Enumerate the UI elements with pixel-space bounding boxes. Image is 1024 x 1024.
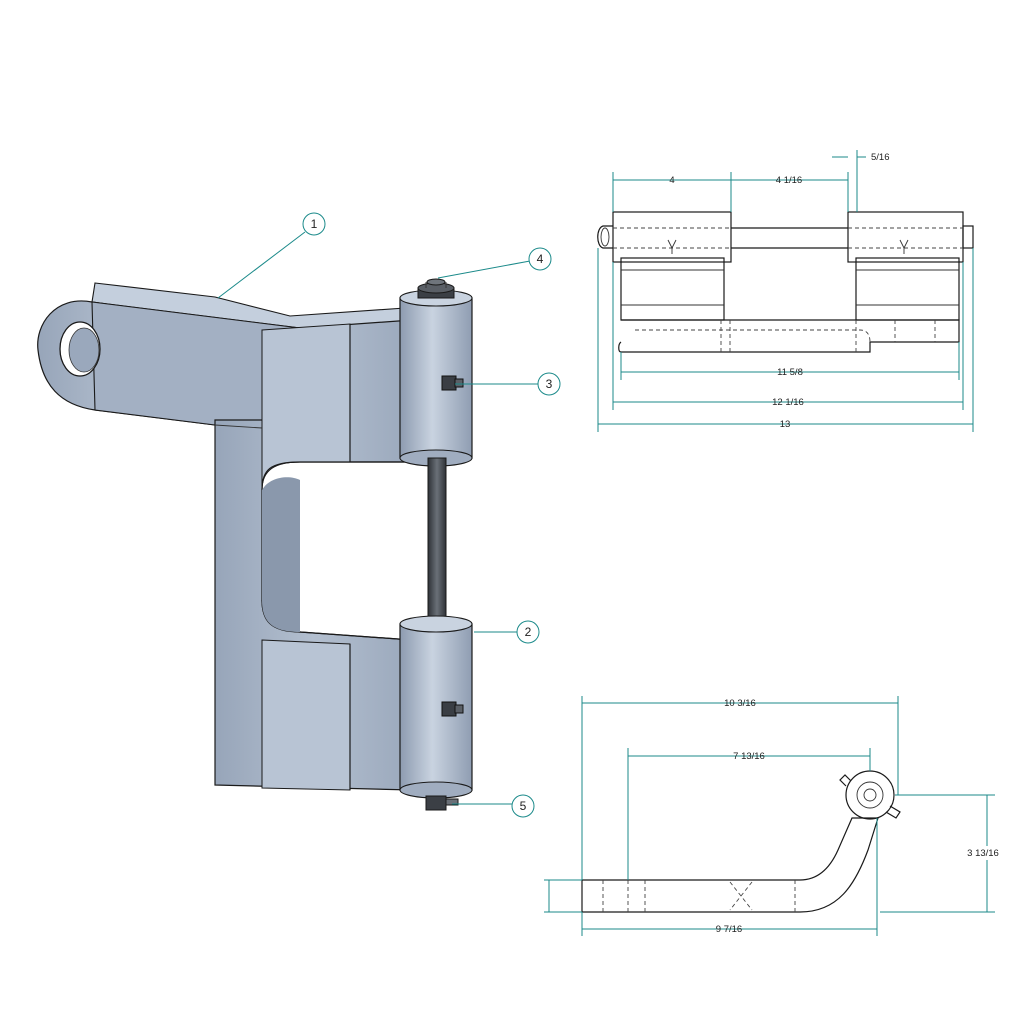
dim-13: 13 bbox=[780, 419, 791, 430]
balloon-4-label: 4 bbox=[537, 252, 544, 266]
dim-9-7-16: 9 7/16 bbox=[716, 924, 742, 935]
dim-5-16: 5/16 bbox=[871, 152, 890, 163]
dim-4-1-16: 4 1/16 bbox=[776, 175, 802, 186]
dim-3-13-16: 3 13/16 bbox=[967, 848, 999, 859]
dim-10-3-16: 10 3/16 bbox=[724, 698, 756, 709]
side-view: 10 3/16 7 13/16 3 13/16 9 7/16 bbox=[544, 696, 1004, 936]
top-view: 4 4 1/16 5/16 11 5/8 12 1/16 13 bbox=[597, 150, 974, 432]
balloon-3 bbox=[537, 372, 561, 396]
balloon-2-label: 2 bbox=[525, 625, 532, 639]
eye-hole-inner bbox=[68, 327, 100, 373]
isometric-hinge-view bbox=[37, 278, 473, 811]
dim-11-5-8: 11 5/8 bbox=[777, 367, 803, 378]
dim-4: 4 bbox=[669, 175, 674, 186]
barrel-upper bbox=[399, 297, 473, 459]
hinge-leaf-panel-lower bbox=[261, 639, 351, 791]
balloon-5 bbox=[511, 794, 535, 818]
grease-fitting-upper bbox=[441, 375, 464, 391]
balloon-5-label: 5 bbox=[520, 799, 527, 813]
grease-fitting-lower bbox=[441, 701, 464, 717]
dim-7-13-16: 7 13/16 bbox=[733, 751, 765, 762]
balloon-1-label: 1 bbox=[311, 217, 318, 231]
hinge-pin bbox=[427, 457, 447, 625]
balloon-2 bbox=[516, 620, 540, 644]
balloon-callouts: 1 4 3 2 5 bbox=[217, 212, 561, 818]
balloon-3-label: 3 bbox=[546, 377, 553, 391]
hinge-window-inner bbox=[262, 477, 300, 632]
dim-12-1-16: 12 1/16 bbox=[772, 397, 804, 408]
balloon-1 bbox=[302, 212, 326, 236]
balloon-4 bbox=[528, 247, 552, 271]
